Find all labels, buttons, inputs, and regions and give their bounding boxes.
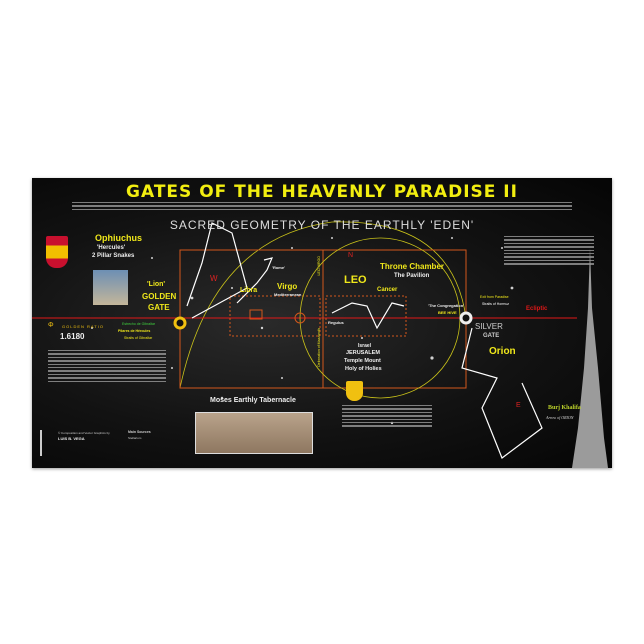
left-paragraph (48, 350, 166, 384)
leo-virgo-label: LEO-VIRGO (317, 256, 321, 276)
hercules-label: 'Hercules' (97, 245, 126, 251)
orion-label: Orion (489, 346, 516, 357)
golden-label: GOLDEN (142, 292, 177, 301)
star-map (32, 221, 608, 468)
gibraltar-es-label: Estrecho de Gibraltar (122, 322, 156, 326)
delineation-label: Delineation of Mazzaroth (317, 328, 321, 367)
pillars-label: Pilares de Hércules (118, 329, 151, 333)
credits-line: © Composition and Vector Graphics by (58, 431, 110, 435)
jerusalem-label: JERUSALEM (346, 350, 380, 356)
orion-lines (461, 327, 543, 459)
arrow-of-orion-label: Arrow of ORION (546, 415, 574, 420)
author-name: LUIS B. VEGA (58, 436, 85, 441)
tabernacle-photo (195, 412, 313, 454)
west-marker: W (210, 274, 218, 283)
holy-of-holies-label: Holy of Holies (345, 366, 382, 372)
throne-chamber-label: Throne Chamber (380, 262, 445, 271)
right-paragraph (504, 236, 594, 267)
golden-ratio-label: Golden Ratio (62, 324, 104, 329)
poster-title: GATES OF THE HEAVENLY PARADISE II (126, 182, 518, 202)
silver-gate-label: GATE (483, 333, 500, 339)
author-signature (40, 430, 56, 456)
burj-khalifa-image (572, 248, 608, 468)
stars (91, 237, 514, 425)
silver-gate-marker (459, 311, 473, 325)
east-marker: E (516, 402, 521, 409)
north-marker: N (348, 252, 354, 259)
altar-marker (294, 312, 306, 324)
burj-khalifa-label: Burj Khalifa (548, 405, 581, 411)
spain-coat-of-arms (46, 236, 68, 268)
leo-label: LEO (344, 274, 367, 286)
golden-gate-marker (173, 316, 187, 330)
mediterranean-label: Mediterranean (274, 292, 302, 297)
inner-square-right (325, 295, 407, 337)
exit-paradise-label: Exit from Paradise (480, 295, 509, 299)
ark-marker (249, 309, 263, 320)
pillar-snakes-label: 2 Pillar Snakes (92, 253, 135, 259)
silver-label: SILVER (475, 322, 503, 331)
lion-label: 'Lion' (147, 281, 166, 288)
gibraltar-label: Straits of Gibraltar (124, 336, 153, 340)
jerusalem-emblem (346, 381, 363, 401)
ophiuchus-lines (186, 222, 248, 319)
holy-paragraph (342, 405, 432, 429)
poster-subtitle: SACRED GEOMETRY OF THE EARTHLY 'EDEN' (169, 218, 475, 232)
virgo-label: Virgo (277, 282, 298, 291)
ophiuchus-label: Ophiuchus (95, 233, 142, 243)
phi-icon: Φ (48, 322, 54, 329)
congregation-label: 'The Congregation' (428, 303, 465, 308)
libra-label: Libra (240, 287, 258, 294)
sources-title: Main Sources (128, 430, 151, 434)
beehive-label: BEE HIVE (438, 310, 457, 315)
pillars-photo (93, 270, 128, 305)
gate-label: GATE (148, 303, 170, 312)
inner-square-left (229, 295, 321, 337)
regulus-label: Regulus (328, 320, 344, 325)
temple-mount-label: Temple Mount (344, 358, 381, 364)
tabernacle-title: Moses Earthly Tabernacle (210, 397, 296, 404)
leo-lines (331, 302, 405, 330)
rome-label: 'Rome' (272, 265, 286, 270)
intro-paragraph (72, 202, 572, 212)
pavilion-label: The Pavilion (394, 273, 430, 279)
arc-line (179, 221, 467, 389)
sources-list: Stellarium (128, 436, 142, 440)
libra-lines (236, 257, 274, 304)
hormuz-label: Straits of Hormuz (482, 302, 510, 306)
israel-label: Israel (358, 343, 372, 349)
ecliptic-label: Ecliptic (526, 306, 548, 312)
golden-ratio-value: 1.6180 (60, 332, 85, 341)
poster: GATES OF THE HEAVENLY PARADISE II SACRED… (32, 178, 612, 468)
cancer-label: Cancer (377, 287, 398, 293)
